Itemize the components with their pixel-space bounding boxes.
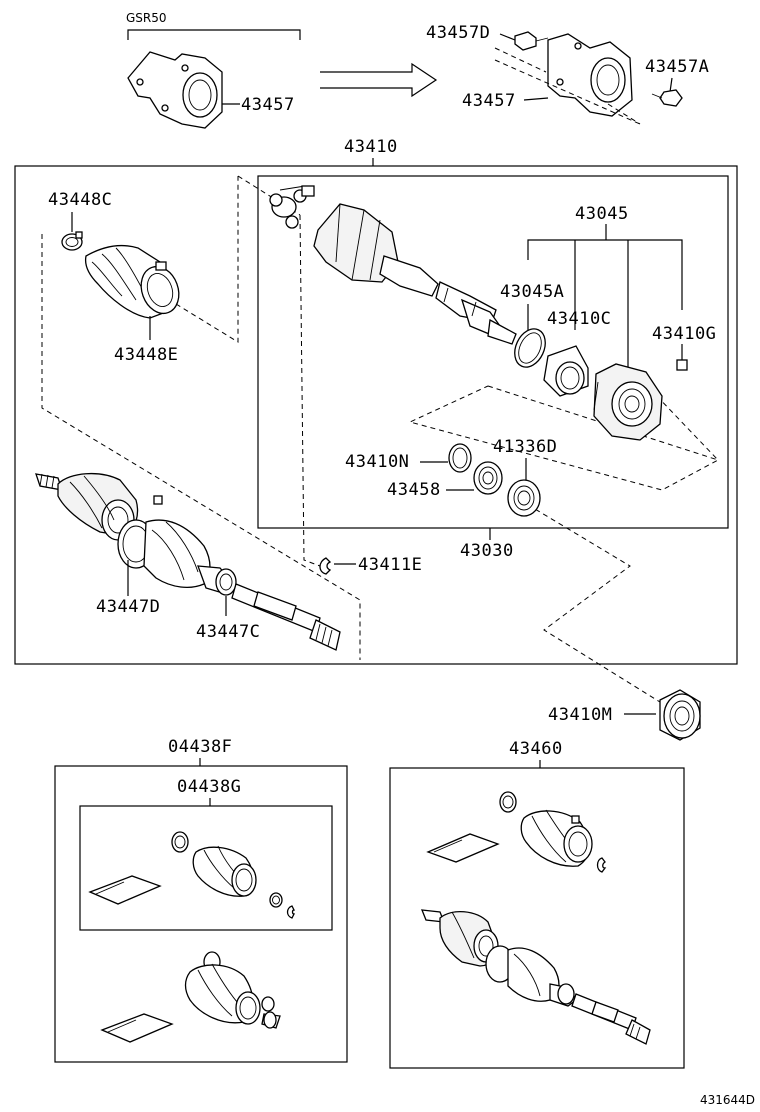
boot-clamp-43448C	[61, 231, 83, 251]
label-43030: 43030	[460, 541, 514, 561]
grease-pack-lower	[100, 1013, 174, 1043]
bolt-43457D	[514, 31, 549, 51]
label-43410G: 43410G	[652, 324, 716, 344]
dash-guide-bearing	[519, 499, 661, 703]
small-rings-04438G	[269, 892, 296, 919]
inboard-joint-shaft	[313, 203, 517, 345]
assembly-43410-box	[14, 165, 738, 665]
dash-guide-boot	[175, 176, 239, 343]
seal-41336D	[507, 479, 541, 517]
dash-guide-left	[41, 234, 361, 660]
kit-43460-box	[389, 767, 685, 1069]
label-43448E: 43448E	[114, 345, 178, 365]
bearing-bracket-right	[547, 33, 633, 117]
boot-kit-04438F-box	[54, 765, 348, 1063]
label-41336D: 41336D	[493, 437, 557, 457]
label-43457-right: 43457	[462, 91, 516, 111]
bearing-43410C	[543, 345, 589, 397]
label-04438G: 04438G	[177, 777, 241, 797]
bearing-43410M	[659, 689, 701, 741]
outboard-shaft-assembly	[35, 472, 341, 651]
diagram-id: 431644D	[700, 1093, 755, 1107]
label-43448C: 43448C	[48, 190, 112, 210]
pin-43410G	[676, 359, 688, 371]
snap-ring-43410N	[448, 443, 472, 473]
label-43447D: 43447D	[96, 597, 160, 617]
kit-43460-section: 43460	[389, 739, 685, 1069]
boot-kit-04438G-box	[79, 805, 333, 931]
label-43460: 43460	[509, 739, 563, 759]
label-43411E: 43411E	[358, 555, 422, 575]
dash-guide-seal-group	[408, 385, 720, 491]
boot-outer-04438F	[184, 951, 281, 1029]
boot-04438G	[192, 845, 257, 897]
bolt-43457A	[651, 89, 683, 107]
tripod-joint	[269, 185, 315, 229]
inner-assembly-43030-box	[257, 175, 729, 529]
dash-guide-tripod	[299, 214, 321, 567]
label-43458: 43458	[387, 480, 441, 500]
grease-pack-upper	[88, 875, 162, 905]
label-43410C: 43410C	[547, 309, 611, 329]
model-bracket-line	[127, 29, 301, 40]
direction-arrow	[320, 62, 438, 98]
bearing-bracket-left	[127, 51, 223, 129]
bracket-section: GSR50 43457 43457D	[126, 11, 709, 129]
label-04438F: 04438F	[168, 737, 232, 757]
bearing-43410M-section: 43410M	[548, 689, 701, 741]
label-43457D: 43457D	[426, 23, 490, 43]
boot-43460	[520, 809, 607, 873]
label-43045A: 43045A	[500, 282, 564, 302]
drive-shaft-assembly-section: 43410 43030 43448C 43448E	[14, 137, 738, 703]
label-43457A: 43457A	[645, 57, 709, 77]
label-43410N: 43410N	[345, 452, 409, 472]
snap-ring-43411E	[319, 557, 332, 575]
label-43410M: 43410M	[548, 705, 612, 725]
label-43457-left: 43457	[241, 95, 295, 115]
label-43447C: 43447C	[196, 622, 260, 642]
label-43045: 43045	[575, 204, 629, 224]
grease-pack-43460	[426, 833, 500, 863]
snap-ring-43045A	[514, 328, 546, 368]
clamp-04438G	[171, 831, 189, 853]
boot-kit-04438F-section: 04438F 04438G	[54, 737, 348, 1063]
boot-43448E	[84, 244, 180, 319]
oil-seal-43458	[473, 461, 503, 495]
bracket-43045	[527, 239, 683, 310]
bearing-bracket-43045	[593, 363, 663, 441]
shaft-43460	[420, 909, 651, 1045]
label-43410: 43410	[344, 137, 398, 157]
clamp-43460	[499, 791, 517, 813]
model-label: GSR50	[126, 11, 167, 25]
